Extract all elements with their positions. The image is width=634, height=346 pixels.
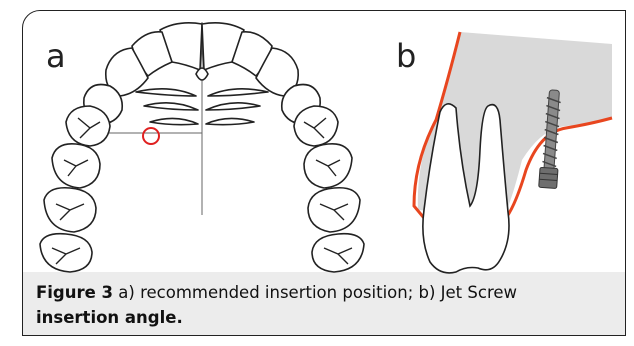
caption-text-line2: insertion angle. <box>36 308 183 327</box>
maxillary-arch-drawing <box>40 22 364 272</box>
figure-caption: Figure 3 a) recommended insertion positi… <box>36 280 616 330</box>
cross-section-drawing <box>414 32 612 273</box>
insertion-position-marker <box>143 128 159 144</box>
caption-label: Figure 3 <box>36 283 113 302</box>
caption-text-line1: a) recommended insertion position; b) Je… <box>113 283 517 302</box>
